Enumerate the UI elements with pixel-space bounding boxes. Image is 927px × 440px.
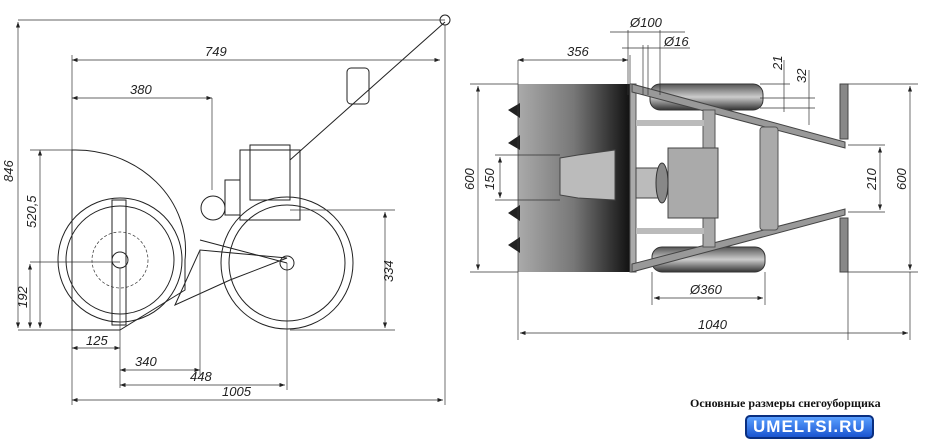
dim-520-5: 520,5: [24, 195, 39, 228]
frame: [173, 239, 288, 307]
dim-d360: Ø360: [689, 282, 723, 297]
dim-340: 340: [135, 354, 157, 369]
dim-600-right: 600: [894, 168, 909, 190]
dim-380: 380: [130, 82, 152, 97]
dim-125: 125: [86, 333, 108, 348]
dim-192: 192: [15, 286, 30, 308]
top-engine: [635, 147, 719, 219]
dim-210: 210: [864, 168, 879, 191]
dim-749: 749: [205, 44, 227, 59]
dim-21: 21: [770, 56, 785, 71]
figure-caption: Основные размеры снегоуборщика: [690, 396, 881, 410]
dim-846: 846: [1, 160, 16, 182]
top-dimension-lines: [470, 30, 918, 340]
side-dimension-lines: [15, 19, 446, 405]
auger-housing: [57, 149, 187, 331]
side-view: 846 749 380 520,5 192 334 125 340 448 10…: [1, 14, 451, 405]
dim-150: 150: [482, 168, 497, 190]
handle: [289, 14, 451, 161]
dim-600-left: 600: [462, 168, 477, 190]
dim-d16: Ø16: [663, 34, 689, 49]
dim-334: 334: [381, 260, 396, 282]
dim-448: 448: [190, 369, 212, 384]
auger-drum: [508, 84, 630, 272]
dim-32: 32: [794, 68, 809, 83]
dim-1005: 1005: [222, 384, 252, 399]
top-view: Ø100 Ø16 356 21 32 600 150 210 600 Ø360 …: [462, 15, 918, 340]
top-frame: [629, 83, 849, 273]
watermark-logo: UMELTSI.RU: [745, 415, 874, 439]
dim-1040: 1040: [698, 317, 728, 332]
dim-d100: Ø100: [629, 15, 663, 30]
dim-356: 356: [567, 44, 589, 59]
engine: [200, 144, 301, 221]
